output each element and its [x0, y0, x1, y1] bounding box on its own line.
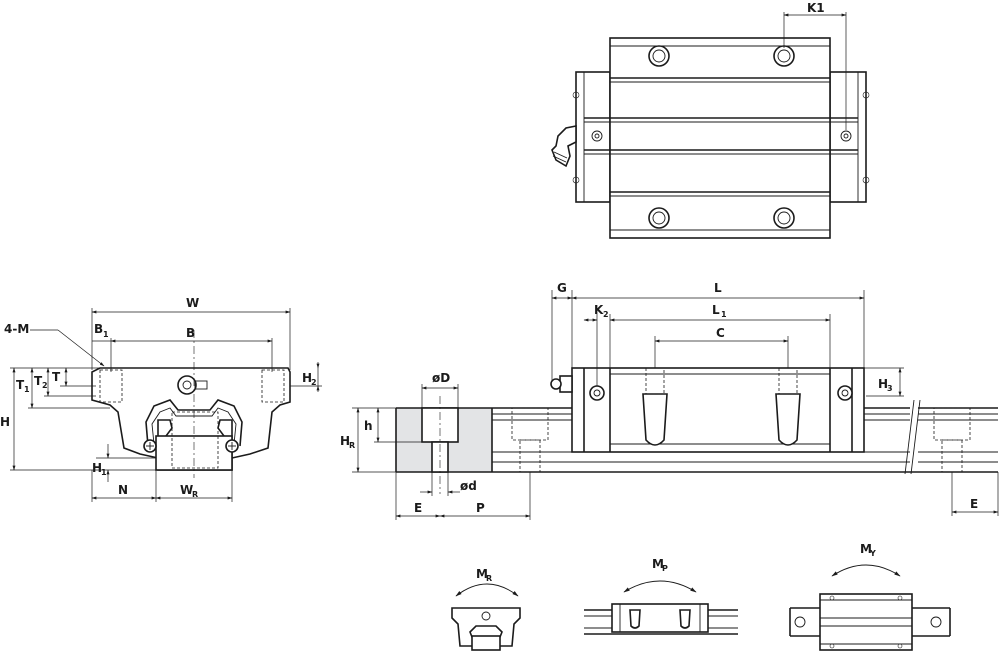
section-view: W B B 1 4-M H T 1 T 2 T [0, 296, 322, 502]
e-right-label: E [970, 497, 978, 511]
svg-text:Y: Y [869, 549, 876, 558]
svg-text:2: 2 [603, 310, 609, 319]
moment-mp-icon: M P [584, 557, 738, 635]
top-hole-2 [773, 45, 795, 67]
wr-label: W [180, 483, 193, 497]
moment-mr-icon: M R [451, 567, 521, 651]
l-label: L [714, 281, 722, 295]
top-hole-3 [648, 207, 670, 229]
h2-label: H [302, 371, 312, 385]
k2-label: K [594, 303, 604, 317]
svg-text:R: R [486, 574, 492, 583]
svg-text:1: 1 [101, 468, 107, 477]
top-left-end-seal [575, 71, 611, 203]
four-m-label: 4-M [4, 322, 29, 336]
svg-text:3: 3 [887, 384, 893, 393]
svg-text:M: M [476, 567, 488, 581]
w-label: W [186, 296, 199, 310]
hr-label: H [340, 434, 350, 448]
svg-text:2: 2 [311, 378, 317, 387]
section-grease-nipple [177, 375, 197, 395]
svg-text:R: R [349, 441, 355, 450]
h3-label: H [878, 377, 888, 391]
od-small-label: ød [460, 479, 477, 493]
svg-text:M: M [860, 542, 872, 556]
svg-text:1: 1 [721, 310, 727, 319]
top-hole-4 [773, 207, 795, 229]
side-carriage [571, 367, 865, 453]
g-label: G [557, 281, 567, 295]
k1-label: K1 [807, 1, 825, 15]
svg-text:P: P [662, 564, 668, 573]
top-hole-1 [648, 45, 670, 67]
top-grease-nipple [551, 125, 577, 168]
t2-label: T [34, 374, 43, 388]
top-view: K1 [551, 1, 870, 239]
svg-text:1: 1 [103, 330, 109, 339]
b-label: B [186, 326, 195, 340]
h-small-label: h [364, 419, 373, 433]
l1-label: L [712, 303, 720, 317]
h1-label: H [92, 461, 102, 475]
od-big-label: øD [432, 371, 450, 385]
side-view: G L K 2 L 1 C H 3 øD ød [340, 281, 999, 520]
h-label: H [0, 415, 10, 429]
moment-my-icon: M Y [789, 542, 951, 651]
top-carriage-block [609, 37, 831, 239]
svg-text:M: M [652, 557, 664, 571]
b1-label: B [94, 322, 103, 336]
c-label: C [716, 326, 725, 340]
e-left-label: E [414, 501, 422, 515]
p-label: P [476, 501, 485, 515]
svg-text:R: R [192, 490, 198, 499]
svg-text:1: 1 [24, 385, 30, 394]
t-label: T [52, 370, 61, 384]
svg-text:2: 2 [42, 381, 48, 390]
n-label: N [118, 483, 128, 497]
t1-label: T [16, 378, 25, 392]
